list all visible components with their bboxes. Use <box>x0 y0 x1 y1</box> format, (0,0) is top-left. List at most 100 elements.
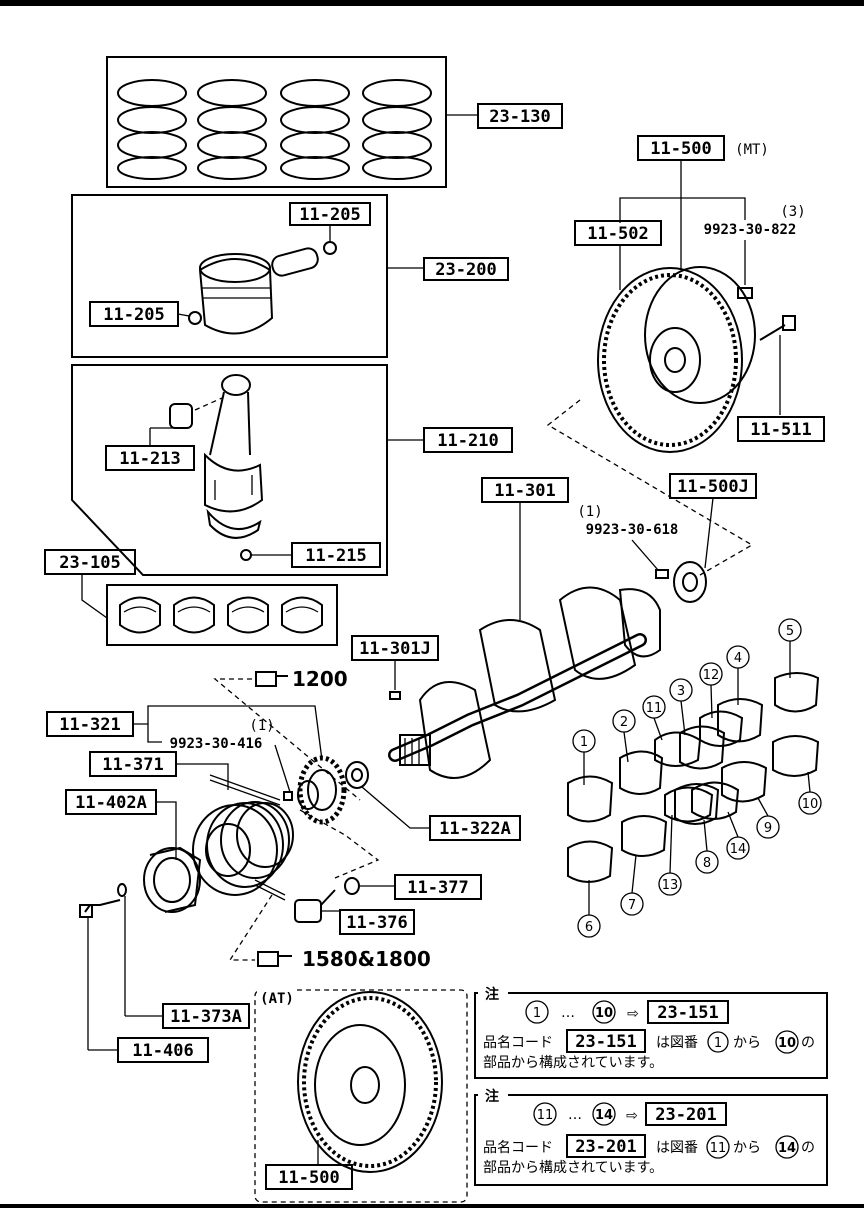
bearing-number-6[interactable]: 6 <box>577 914 601 938</box>
label-flywheel-mt-text: 11-500 <box>650 139 711 159</box>
label-washer-373a[interactable]: 11-373A <box>162 1003 250 1029</box>
flywheel-dowel-code[interactable]: 9923-30-822 <box>704 222 797 238</box>
svg-text:11: 11 <box>646 701 663 716</box>
piston-icon <box>198 258 274 335</box>
note-1: 注 1 … 10 ⇨ 23-151 品名コード 23-151 は図番 1 から … <box>474 984 828 1079</box>
bearing-number-10[interactable]: 10 <box>798 791 822 815</box>
pulley-key-code[interactable]: 9923-30-416 <box>170 736 263 752</box>
label-pilot-bearing[interactable]: 11-500J <box>669 473 757 499</box>
label-spacer-text: 11-322A <box>439 819 511 839</box>
label-flywheel-bolt-text: 11-511 <box>750 420 811 440</box>
label-conrod-set-text: 11-210 <box>437 431 498 451</box>
svg-text:13: 13 <box>662 878 679 893</box>
label-piston-clip-top[interactable]: 11-205 <box>289 202 371 226</box>
at-flywheel-group: (AT) <box>254 988 468 1203</box>
label-piston-set-text: 23-200 <box>435 260 496 280</box>
label-piston-set[interactable]: 23-200 <box>423 257 509 281</box>
bearing-number-9[interactable]: 9 <box>756 815 780 839</box>
conrod-bearings-group <box>81 574 338 646</box>
note-2-code-text: 23-201 <box>655 1105 716 1125</box>
label-conrod-bearings[interactable]: 23-105 <box>44 549 136 575</box>
svg-text:14: 14 <box>730 842 747 857</box>
note-1-from: 1 <box>533 1006 541 1021</box>
note-2-from: 11 <box>537 1108 554 1123</box>
label-crank-pulley[interactable]: 11-402A <box>65 789 157 815</box>
piston-rings-group <box>106 56 478 188</box>
svg-text:9: 9 <box>764 821 772 836</box>
top-bar <box>0 0 864 6</box>
bearing-number-3[interactable]: 3 <box>669 678 693 702</box>
ref-1580-1800[interactable]: 1580&1800 <box>257 947 431 971</box>
label-pulley-bolt-text: 11-406 <box>132 1041 193 1061</box>
label-flywheel-at[interactable]: 11-500 <box>265 1164 353 1190</box>
bearing-number-4[interactable]: 4 <box>726 645 750 669</box>
note-2-code[interactable]: 23-201 <box>645 1102 727 1126</box>
note-2-inline-code[interactable]: 23-201 <box>566 1134 646 1158</box>
drive-plate-icon <box>297 991 443 1173</box>
note-2-dots: … <box>568 1107 582 1123</box>
label-crankshaft-text: 11-301 <box>494 481 555 501</box>
label-conrod-bush[interactable]: 11-213 <box>105 445 195 471</box>
note-1-code-text: 23-151 <box>657 1003 718 1023</box>
label-ring-gear-text: 11-502 <box>587 224 648 244</box>
label-washer-377-text: 11-377 <box>407 878 468 898</box>
note-2-suffix: の <box>801 1140 815 1156</box>
bearing-number-1[interactable]: 1 <box>572 729 596 753</box>
label-piston-clip-left[interactable]: 11-205 <box>89 301 179 327</box>
bearing-number-14[interactable]: 14 <box>726 836 750 860</box>
pulley-key-qty: (1) <box>249 718 274 734</box>
note-1-suffix: の <box>801 1035 815 1051</box>
note-2-to: 14 <box>595 1108 613 1123</box>
crank-pulley-icon <box>192 774 294 901</box>
pulley-key-icon <box>283 791 293 801</box>
bush-icon <box>169 403 193 429</box>
svg-text:12: 12 <box>703 668 720 683</box>
spacer-icon <box>345 761 369 789</box>
bearing-number-11[interactable]: 11 <box>642 695 666 719</box>
bearing-number-5[interactable]: 5 <box>778 618 802 642</box>
label-flywheel-mt-suffix: (MT) <box>735 142 769 158</box>
label-spacer[interactable]: 11-322A <box>429 815 521 841</box>
conrod-group <box>71 364 424 576</box>
note-1-inline-code[interactable]: 23-151 <box>566 1029 646 1053</box>
pointing-hand-icon <box>257 951 292 967</box>
label-flywheel-bolt[interactable]: 11-511 <box>737 416 825 442</box>
label-crank-key[interactable]: 11-301J <box>351 635 439 661</box>
label-conrod-set[interactable]: 11-210 <box>423 427 513 453</box>
svg-text:7: 7 <box>628 898 636 913</box>
label-conrod-nut[interactable]: 11-215 <box>291 542 381 568</box>
flywheel-icon <box>597 267 743 453</box>
label-rings[interactable]: 23-130 <box>477 103 563 129</box>
label-conrod-bush-text: 11-213 <box>119 449 180 469</box>
svg-text:5: 5 <box>786 624 794 639</box>
conrod-icon <box>209 391 251 456</box>
bearing-number-13[interactable]: 13 <box>658 872 682 896</box>
label-crankshaft[interactable]: 11-301 <box>481 477 569 503</box>
flywheel-mt-group <box>597 160 796 453</box>
label-pulley-plate[interactable]: 11-371 <box>89 751 177 777</box>
label-timing-pulley[interactable]: 11-321 <box>46 711 134 737</box>
ref-1200[interactable]: 1200 <box>255 667 348 691</box>
note-2-prefix: 品名コード <box>483 1140 553 1156</box>
bearing-number-7[interactable]: 7 <box>620 892 644 916</box>
label-piston-clip-left-text: 11-205 <box>103 305 164 325</box>
note-2-heading: 注 <box>485 1088 499 1105</box>
bearing-number-8[interactable]: 8 <box>695 850 719 874</box>
ref-1200-text: 1200 <box>292 667 348 691</box>
note-1-to: 10 <box>595 1006 613 1021</box>
bearing-number-12[interactable]: 12 <box>699 662 723 686</box>
label-flywheel-mt[interactable]: 11-500 (MT) <box>637 135 769 161</box>
bolt-icon <box>782 315 796 331</box>
damper-icon <box>143 846 202 913</box>
label-ring-gear[interactable]: 11-502 <box>574 220 662 246</box>
main-bearings-group <box>567 672 820 883</box>
note-2-line-from: 11 <box>710 1141 727 1156</box>
label-bolt-376[interactable]: 11-376 <box>339 909 415 935</box>
crank-dowel-code[interactable]: 9923-30-618 <box>586 522 679 538</box>
label-pulley-bolt[interactable]: 11-406 <box>117 1037 209 1063</box>
note-1-arrow: ⇨ <box>627 1006 639 1022</box>
label-washer-377[interactable]: 11-377 <box>394 874 482 900</box>
bearing-number-2[interactable]: 2 <box>612 709 636 733</box>
note-1-code[interactable]: 23-151 <box>647 1000 729 1024</box>
